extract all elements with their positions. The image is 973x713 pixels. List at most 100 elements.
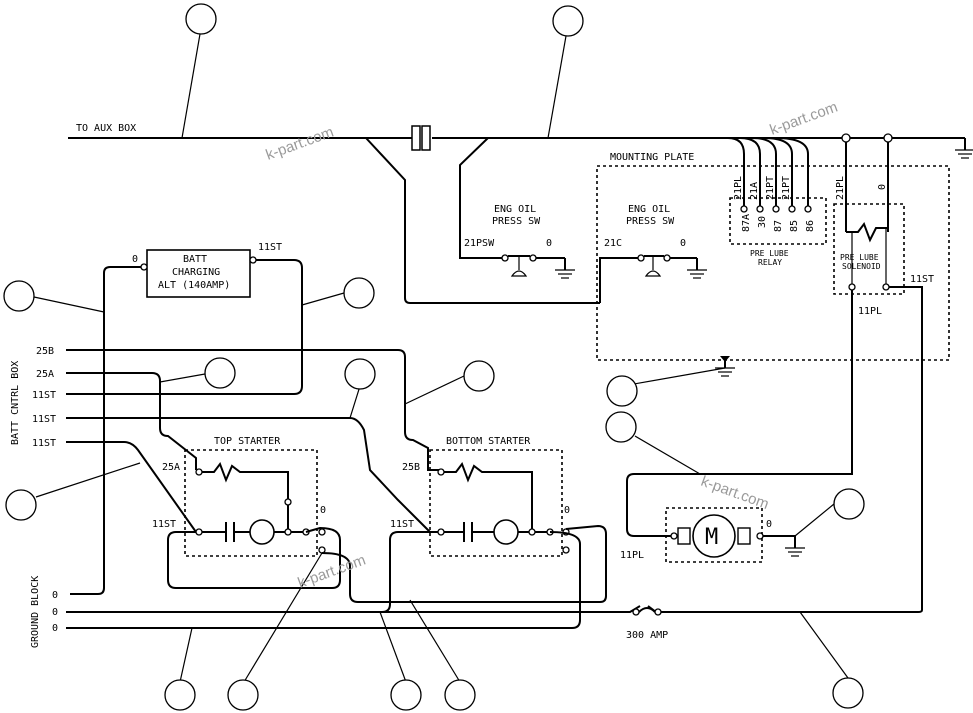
- svg-text:ALT (140AMP): ALT (140AMP): [158, 280, 230, 291]
- svg-text:21PT: 21PT: [781, 176, 792, 200]
- batt-charging-alt: BATT CHARGING ALT (140AMP) 0 11ST: [132, 242, 282, 298]
- to-aux-box-label: TO AUX BOX: [76, 123, 136, 134]
- svg-text:RELAY: RELAY: [758, 258, 782, 267]
- svg-text:0: 0: [680, 238, 686, 249]
- callout-circle: [463, 360, 495, 392]
- svg-text:0: 0: [766, 519, 772, 530]
- svg-text:21PT: 21PT: [765, 176, 776, 200]
- callout-circle: [390, 679, 422, 711]
- watermark: k-part.com: [768, 99, 840, 139]
- svg-text:0: 0: [52, 607, 58, 618]
- svg-text:0: 0: [132, 254, 138, 265]
- pre-lube-relay: 21PL 21A 21PT 21PT 87A 30 87 85 86 PRE L…: [727, 137, 827, 267]
- callout-circle: [5, 489, 37, 521]
- svg-text:85: 85: [789, 220, 800, 232]
- svg-text:0: 0: [52, 590, 58, 601]
- callout-circle: [605, 411, 637, 443]
- svg-text:21PSW: 21PSW: [464, 238, 495, 249]
- starter-crossover: [321, 524, 607, 603]
- bottom-starter: BOTTOM STARTER 25B 11ST 0: [390, 436, 570, 557]
- svg-text:11ST: 11ST: [32, 438, 56, 449]
- svg-text:PRESS SW: PRESS SW: [626, 216, 675, 227]
- svg-text:11ST: 11ST: [32, 414, 56, 425]
- pre-lube-solenoid: 21PL 0 PRE LUBE SOLENOID 11ST 11PL: [833, 133, 934, 317]
- fuse-wire: [66, 605, 657, 613]
- svg-text:ENG OIL: ENG OIL: [628, 204, 670, 215]
- ground-block-wire-2: [66, 531, 438, 613]
- svg-text:CHARGING: CHARGING: [172, 267, 220, 278]
- fuse-300-amp-label: 300 AMP: [626, 630, 668, 641]
- wire-25b: [66, 349, 440, 471]
- svg-text:0: 0: [52, 623, 58, 634]
- eng-oil-press-sw-1: ENG OIL PRESS SW 21PSW 0: [464, 204, 575, 279]
- svg-text:21PL: 21PL: [835, 176, 846, 200]
- svg-text:25A: 25A: [162, 462, 180, 473]
- svg-text:M: M: [705, 525, 718, 550]
- svg-text:11ST: 11ST: [32, 390, 56, 401]
- ground-block-label: GROUND BLOCK: [30, 576, 41, 648]
- callout-circle: [832, 677, 864, 709]
- svg-text:30: 30: [757, 216, 768, 228]
- svg-text:21C: 21C: [604, 238, 622, 249]
- svg-text:SOLENOID: SOLENOID: [842, 262, 881, 271]
- callout-circle: [606, 375, 638, 407]
- solenoid-11st-wire: [660, 286, 923, 613]
- mounting-plate-box: [596, 165, 950, 361]
- bus-connector: [411, 125, 421, 151]
- svg-text:PRESS SW: PRESS SW: [492, 216, 541, 227]
- svg-text:21A: 21A: [749, 182, 760, 200]
- callout-circle: [344, 358, 376, 390]
- svg-text:11ST: 11ST: [390, 519, 414, 530]
- wire-11st-3: [66, 441, 197, 533]
- svg-text:0: 0: [877, 184, 888, 190]
- callout-circle: [552, 5, 584, 37]
- mounting-plate-label: MOUNTING PLATE: [610, 152, 694, 163]
- batt-cntrl-box-label: BATT CNTRL BOX: [10, 361, 21, 445]
- top-starter: TOP STARTER 25A 11ST 0: [152, 436, 326, 557]
- pre-lube-motor: M 11PL 0: [620, 507, 805, 563]
- callout-circles: [3, 3, 865, 711]
- svg-text:87A: 87A: [741, 214, 752, 232]
- wire-25a: [66, 372, 197, 470]
- callout-leaders: [33, 33, 849, 683]
- svg-text:11PL: 11PL: [858, 306, 882, 317]
- callout-circle: [204, 357, 236, 389]
- svg-text:BOTTOM STARTER: BOTTOM STARTER: [446, 436, 531, 447]
- svg-text:0: 0: [564, 505, 570, 516]
- svg-text:87: 87: [773, 220, 784, 232]
- callout-circle: [343, 277, 375, 309]
- svg-text:PRE LUBE: PRE LUBE: [750, 249, 789, 258]
- callout-circle: [833, 488, 865, 520]
- svg-text:11ST: 11ST: [152, 519, 176, 530]
- svg-text:11PL: 11PL: [620, 550, 644, 561]
- watermark: k-part.com: [264, 124, 336, 164]
- callout-circle: [185, 3, 217, 35]
- callout-circle: [164, 679, 196, 711]
- aux-bus: [68, 125, 973, 304]
- svg-text:0: 0: [546, 238, 552, 249]
- wire-11st-2: [66, 417, 431, 533]
- alt-ground-wire: [70, 266, 141, 595]
- svg-text:11ST: 11ST: [258, 242, 282, 253]
- svg-text:86: 86: [805, 220, 816, 232]
- svg-text:11ST: 11ST: [910, 274, 934, 285]
- callout-circle: [3, 280, 35, 312]
- solenoid-11pl-wire: [626, 290, 853, 537]
- svg-text:ENG OIL: ENG OIL: [494, 204, 536, 215]
- svg-text:25B: 25B: [36, 346, 54, 357]
- alt-11st-wire: [66, 259, 303, 395]
- svg-text:25B: 25B: [402, 462, 420, 473]
- svg-text:25A: 25A: [36, 369, 54, 380]
- svg-text:0: 0: [320, 505, 326, 516]
- top-starter-loop: [167, 526, 341, 589]
- ground-block-wire-3: [66, 531, 581, 629]
- svg-text:21PL: 21PL: [733, 176, 744, 200]
- svg-text:BATT: BATT: [183, 254, 207, 265]
- callout-circle: [444, 679, 476, 711]
- watermark: k-part.com: [296, 552, 368, 592]
- watermark: k-part.com: [699, 473, 771, 513]
- svg-text:PRE LUBE: PRE LUBE: [840, 253, 879, 262]
- svg-text:TOP STARTER: TOP STARTER: [214, 436, 281, 447]
- callout-circle: [227, 679, 259, 711]
